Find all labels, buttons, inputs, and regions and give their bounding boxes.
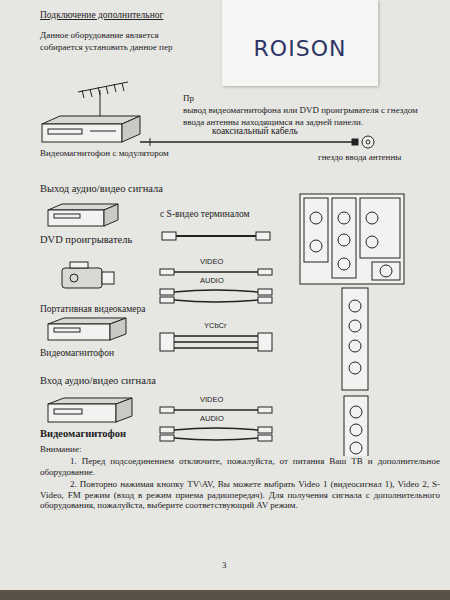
body-text: собирается установить данное пер xyxy=(40,42,172,53)
component-cable xyxy=(160,333,272,351)
handwritten-brand: ROISON xyxy=(254,36,347,61)
device-label: Портативная видеокамера xyxy=(40,304,146,315)
binding-strip xyxy=(0,590,450,600)
page-title: Подключение дополнительног xyxy=(40,10,163,21)
vcr-drawing xyxy=(48,318,126,340)
coaxial-cable xyxy=(140,136,374,148)
vcr-drawing xyxy=(42,116,140,142)
av-cable xyxy=(160,269,272,303)
body-text: Данное оборудование является xyxy=(40,30,159,41)
page-number: 3 xyxy=(222,560,227,571)
signal-name: AUDIO xyxy=(200,415,224,424)
device-label: Видеомагнитофон xyxy=(40,428,126,440)
section-heading: Вход аудио/видео сигнала xyxy=(40,375,156,387)
cable-label: с S-видео терминалом xyxy=(160,209,250,220)
sticky-note: ROISON xyxy=(222,0,378,86)
signal-name: VIDEO xyxy=(200,396,223,405)
note-heading: Внимание: xyxy=(40,444,81,455)
signal-name: YCbCr xyxy=(204,322,227,331)
antenna-drawing xyxy=(78,82,128,118)
body-text: вывод видеомагнитофона или DVD проигрыва… xyxy=(183,105,418,116)
s-video-cable xyxy=(162,232,270,240)
body-text: Пр xyxy=(183,93,194,104)
vcr-drawing xyxy=(48,398,132,422)
signal-name: VIDEO xyxy=(200,258,223,267)
note-text: 2. Повторно нажимая кнопку TV\AV, Вы мож… xyxy=(40,479,440,511)
section-heading: Выход аудио/видео сигнала xyxy=(40,183,163,195)
jack-panel xyxy=(300,194,404,284)
device-label: Видеомагнитофон xyxy=(40,348,114,359)
cable-label: коаксиальный кабель xyxy=(212,126,298,137)
dvd-drawing xyxy=(48,204,118,226)
note-text: 1. Перед подсоединением отключите, пожал… xyxy=(40,456,440,477)
device-label: Видеомагнитофон с модулятором xyxy=(40,148,169,159)
jack-panel xyxy=(344,396,368,460)
av-cable xyxy=(160,407,272,441)
device-label: DVD проигрыватель xyxy=(40,234,132,246)
jack-panel xyxy=(342,288,368,390)
camcorder-drawing xyxy=(62,262,114,288)
jack-label: гнездо ввода антенны xyxy=(318,152,401,163)
signal-name: AUDIO xyxy=(200,277,224,286)
